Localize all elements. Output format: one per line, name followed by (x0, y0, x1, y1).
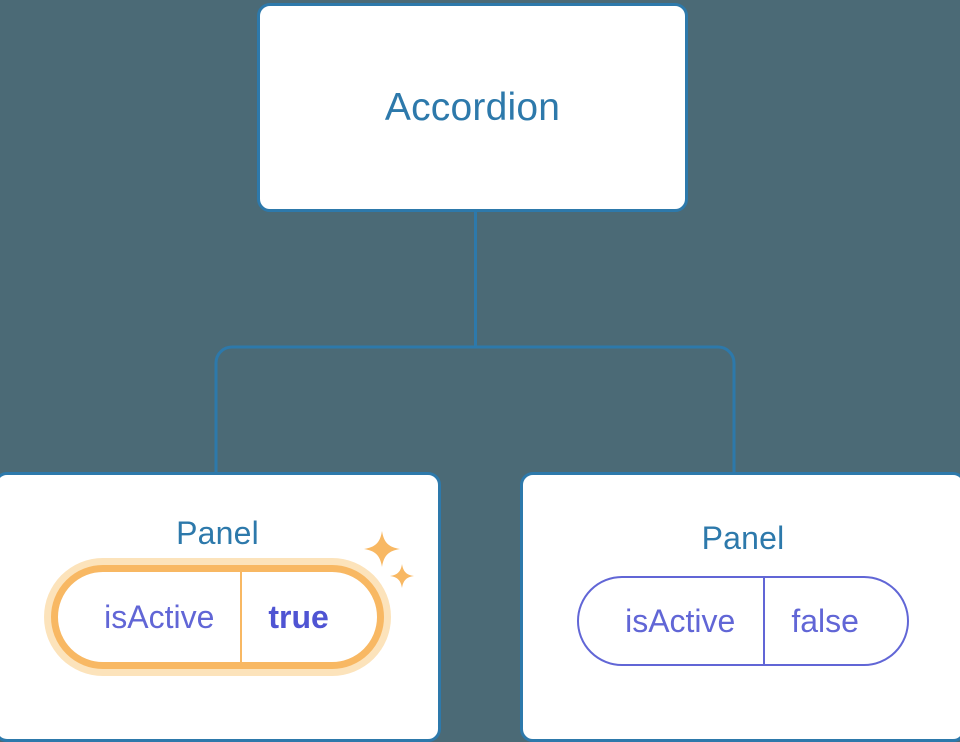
sparkle-small-icon (389, 564, 414, 588)
prop-value-true: true (240, 572, 376, 662)
node-accordion[interactable]: Accordion (257, 3, 688, 212)
prop-pill-wrapper-active: isActive true (51, 531, 414, 669)
prop-pill-isactive-true[interactable]: isActive true (51, 565, 384, 669)
node-title-accordion: Accordion (384, 86, 561, 129)
prop-key-isactive: isActive (104, 599, 215, 635)
node-title-panel-inactive: Panel (701, 520, 785, 556)
sparkle-large-icon (363, 531, 400, 567)
prop-pill-isactive-false[interactable]: isActive false (577, 576, 909, 666)
node-panel-inactive[interactable]: Panel isActive false (520, 472, 960, 742)
node-panel-active[interactable]: Panel isActive true (0, 472, 441, 742)
node-title-panel-active: Panel (176, 515, 259, 551)
prop-value-false: false (763, 578, 907, 664)
prop-key-isactive: isActive (625, 603, 736, 639)
connector-branch-left (214, 345, 476, 472)
connector-branch-right (475, 345, 736, 472)
